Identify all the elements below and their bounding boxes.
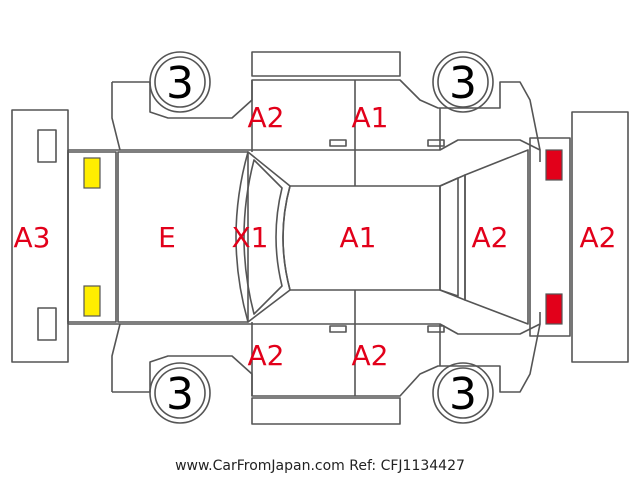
label-front-bumper: A3	[13, 221, 51, 254]
label-right-front-door: A2	[247, 339, 285, 372]
rear-glass-panel	[439, 174, 466, 301]
label-roof: A1	[339, 221, 377, 254]
label-rear-bumper: A2	[579, 221, 617, 254]
rear-lamp-bay	[529, 137, 571, 337]
wheel-rear-right	[432, 362, 494, 424]
rear-lamp-marker-bottom	[545, 293, 563, 325]
label-right-rear-door: A2	[351, 339, 389, 372]
label-left-front-door: A2	[247, 101, 285, 134]
front-bumper-slot-bottom	[37, 307, 57, 341]
label-windshield: X1	[231, 221, 269, 254]
wheel-number-rear-left: 3	[449, 58, 477, 109]
front-lamp-bay	[67, 151, 117, 323]
wheel-front-right	[149, 362, 211, 424]
wheel-number-rear-right: 3	[449, 369, 477, 420]
front-bumper-slot-top	[37, 129, 57, 163]
footer-reference: www.CarFromJapan.com Ref: CFJ1134427	[175, 458, 465, 474]
wheel-number-front-right: 3	[166, 369, 194, 420]
front-lamp-marker-bottom	[83, 285, 101, 317]
wheel-front-left	[149, 51, 211, 113]
left-side-body	[112, 79, 541, 151]
wheel-rear-left	[432, 51, 494, 113]
front-lamp-marker-top	[83, 157, 101, 189]
rear-bumper-panel	[571, 111, 629, 363]
top-roof-strip	[251, 51, 401, 77]
right-side-body	[112, 323, 541, 397]
left-rear-handle	[427, 139, 445, 147]
rear-hatch-panel	[464, 149, 529, 325]
bottom-roof-strip	[251, 397, 401, 425]
wheel-number-front-left: 3	[166, 58, 194, 109]
body-outline-top	[68, 139, 541, 162]
label-hood: E	[158, 221, 176, 254]
label-left-rear-door: A1	[351, 101, 389, 134]
rear-lamp-marker-top	[545, 149, 563, 181]
roof-panel	[282, 185, 441, 291]
right-front-handle	[329, 325, 347, 333]
label-rear-glass: A2	[471, 221, 509, 254]
left-front-handle	[329, 139, 347, 147]
body-outline-bottom	[68, 312, 541, 335]
right-rear-handle	[427, 325, 445, 333]
hood-panel	[117, 151, 249, 323]
